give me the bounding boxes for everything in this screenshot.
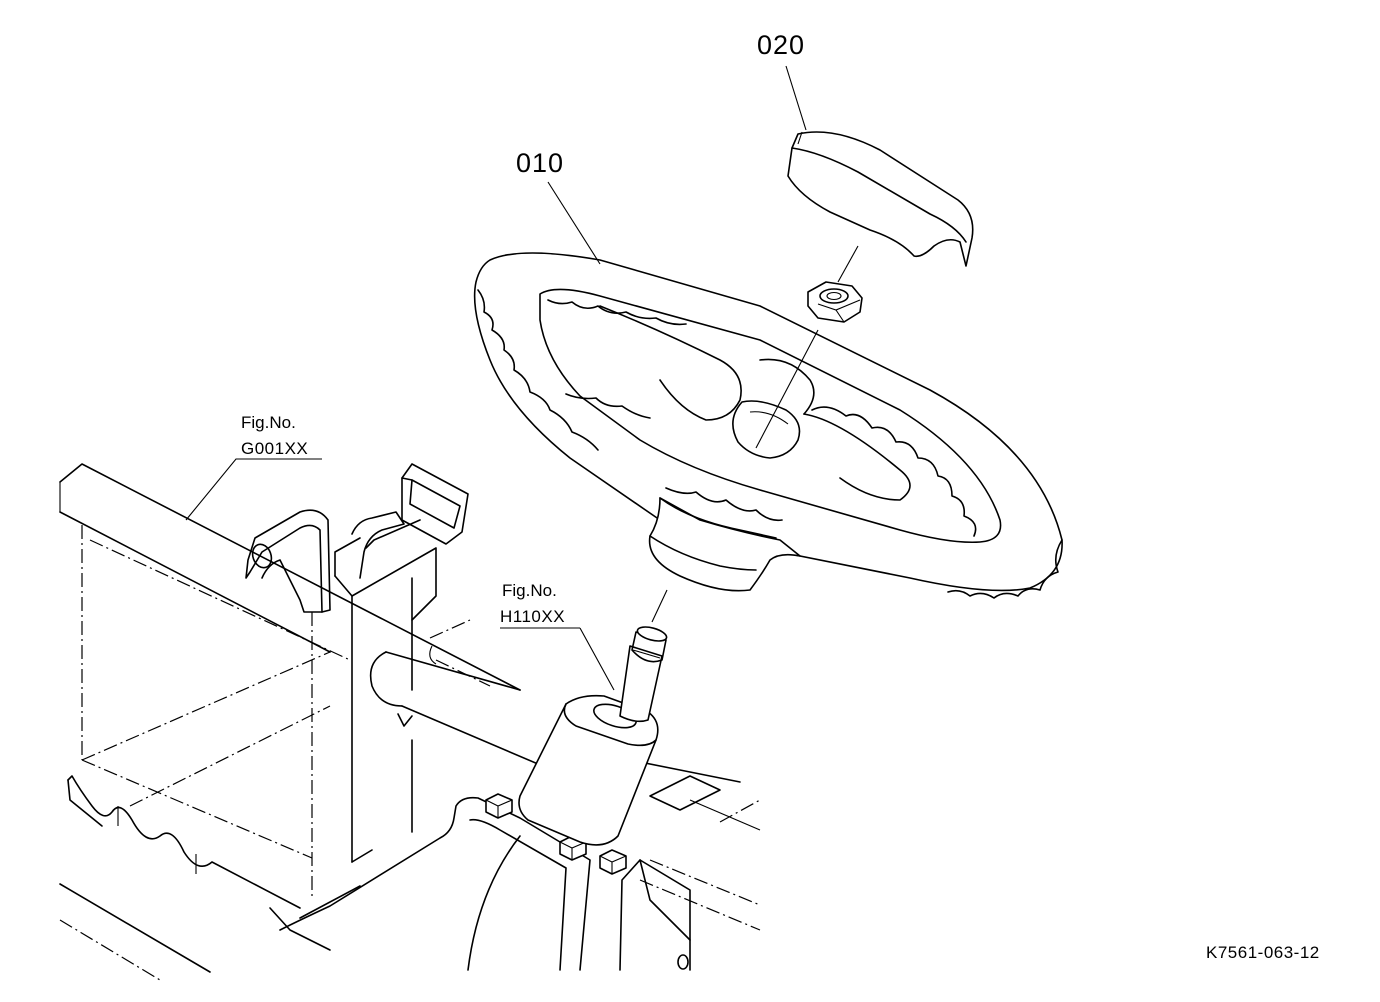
hex-nut — [807, 281, 863, 323]
fig-code-steering: H110XX — [500, 607, 566, 626]
steering-wheel — [473, 252, 1063, 599]
fig-caption-steering: Fig.No. — [502, 581, 557, 600]
frame-assembly — [59, 463, 761, 981]
callout-020: 020 — [757, 30, 806, 60]
callout-010: 010 — [516, 148, 565, 178]
leader-020 — [785, 65, 807, 131]
leader-010 — [547, 181, 601, 265]
fig-code-frame: G001XX — [241, 439, 309, 458]
fig-caption-frame: Fig.No. — [241, 413, 296, 432]
horn-cap — [787, 131, 974, 267]
leader-fig-h110xx — [500, 627, 615, 691]
steering-column — [518, 589, 668, 846]
leader-fig-g001xx — [185, 458, 322, 521]
leader-nut — [837, 245, 859, 283]
drawing-number: K7561-063-12 — [1206, 943, 1320, 962]
